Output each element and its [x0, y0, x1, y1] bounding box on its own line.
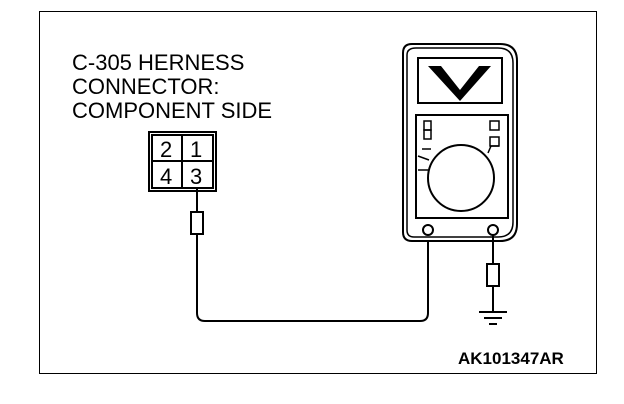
- connector-label-line-3: COMPONENT SIDE: [72, 98, 272, 123]
- meter-negative-terminal: [422, 224, 434, 236]
- volt-symbol-icon: [428, 66, 491, 101]
- selector-dial: [427, 144, 495, 212]
- connector-label-line-1: C-305 HERNESS: [72, 50, 244, 75]
- voltmeter-icon: [402, 43, 518, 242]
- probe-icon: [190, 188, 204, 235]
- ground-lead: [486, 235, 500, 312]
- diagram-frame: [39, 11, 597, 374]
- figure-id: AK101347AR: [458, 349, 564, 368]
- pin-label-4: 4: [160, 164, 172, 189]
- test-lead-wire: [196, 232, 429, 322]
- ground-probe-icon: [486, 263, 500, 287]
- meter-positive-terminal: [487, 224, 499, 236]
- pin-label-2: 2: [160, 137, 172, 162]
- ground-symbol-icon: [479, 311, 507, 325]
- pin-label-1: 1: [190, 137, 202, 162]
- meter-display: [417, 57, 503, 104]
- connector-label-line-2: CONNECTOR:: [72, 74, 220, 99]
- connector-block: 2 1 4 3: [148, 131, 217, 192]
- pin-label-3: 3: [190, 164, 202, 189]
